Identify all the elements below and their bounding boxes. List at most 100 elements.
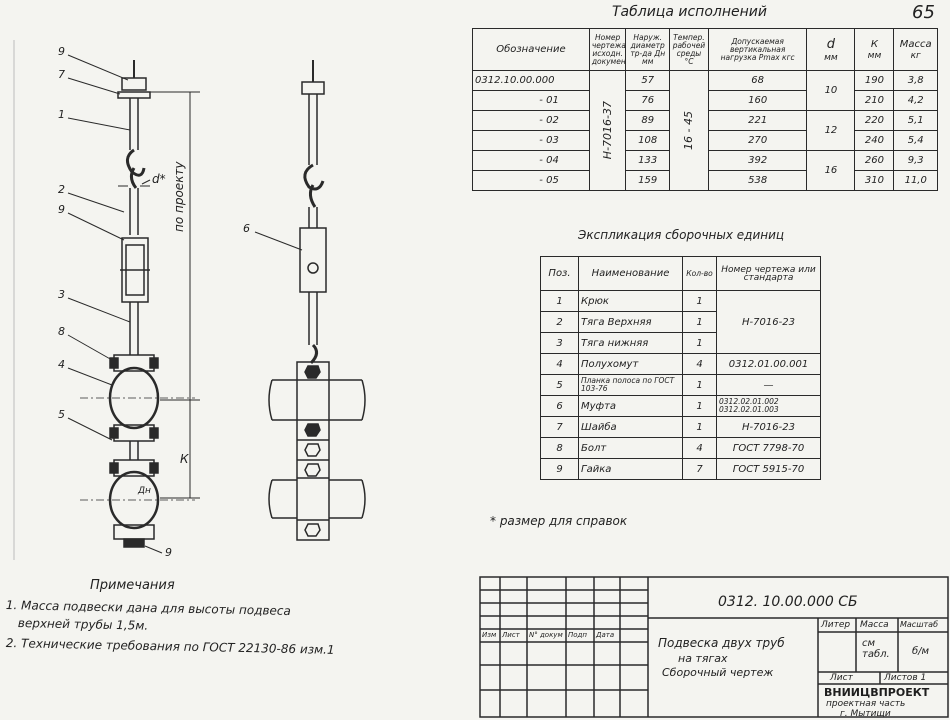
variants-table-title: Таблица исполнений <box>612 4 767 20</box>
part-name: Тяга нижняя <box>578 332 683 354</box>
variants-table: Обозначение Номер чертежа исходн. докуме… <box>472 28 938 191</box>
part-qty: 1 <box>682 332 717 354</box>
document-code: 0312. 10.00.000 СБ <box>718 594 858 610</box>
sheets-label: Листов 1 <box>884 673 927 683</box>
org-name: ВНИИЦВПРОЕКТ <box>824 686 930 699</box>
part-ref: 0312.01.00.001 <box>716 353 821 375</box>
callout-1: 1 <box>58 108 65 121</box>
page-number: 65 <box>912 2 935 23</box>
document-name-2: на тягах <box>678 652 728 665</box>
part-qty: 1 <box>682 395 717 417</box>
header-temp: Темпер. рабочей среды °С <box>668 28 709 71</box>
dn-cell: 76 <box>625 90 670 111</box>
mass-cell: 4,2 <box>893 90 938 111</box>
mass-cell: 3,8 <box>893 70 938 91</box>
callout-5: 5 <box>58 408 65 421</box>
part-name: Муфта <box>578 395 683 417</box>
right-view-hanger <box>254 60 366 541</box>
k-dim-label: К <box>180 452 189 466</box>
callout-9-bottom: 9 <box>165 546 172 559</box>
table-row: - 03 <box>472 130 590 151</box>
part-qty: 1 <box>682 290 717 312</box>
part-pos: 9 <box>540 458 579 480</box>
part-pos: 6 <box>540 395 579 417</box>
part-qty: 4 <box>682 437 717 459</box>
part-qty: 1 <box>682 374 717 396</box>
part-name: Тяга Верхняя <box>578 311 683 333</box>
header-ref: Номер чертежа или стандарта <box>716 256 821 291</box>
load-cell: 392 <box>707 150 808 171</box>
header-load: Допускаемая вертикальная нагрузка Рmax к… <box>707 28 808 71</box>
part-ref: Н-7016-23 <box>716 290 821 354</box>
part-pos: 1 <box>540 290 579 312</box>
title-block-frame <box>479 576 949 718</box>
load-cell: 68 <box>707 70 808 91</box>
mass-cell: 11,0 <box>893 170 938 191</box>
d-star-label: d* <box>152 172 166 186</box>
part-name: Крюк <box>578 290 683 312</box>
mass-cell: 9,3 <box>893 150 938 171</box>
sheet-label: Лист <box>830 673 853 683</box>
header-pos: Поз. <box>540 256 579 291</box>
part-pos: 5 <box>540 374 579 396</box>
load-cell: 270 <box>707 130 808 151</box>
part-ref: ГОСТ 5915-70 <box>716 458 821 480</box>
part-qty: 4 <box>682 353 717 375</box>
callout-8: 8 <box>58 325 65 338</box>
k-cell: 220 <box>854 110 895 131</box>
header-name: Наименование <box>578 256 683 291</box>
k-cell: 260 <box>854 150 895 171</box>
table-row: - 02 <box>472 110 590 131</box>
header-diameter: Наруж. диаметр тр-да Дн мм <box>625 28 670 71</box>
part-name: Шайба <box>578 416 683 438</box>
callout-9-top: 9 <box>58 45 65 58</box>
callout-6: 6 <box>243 222 250 235</box>
mass-label: Масса <box>860 620 889 630</box>
mass-cell: 5,1 <box>893 110 938 131</box>
part-ref: 0312.02.01.002 0312.02.01.003 <box>716 395 821 417</box>
part-name: Планка полоса по ГОСТ 103-76 <box>578 374 683 396</box>
k-cell: 210 <box>854 90 895 111</box>
part-pos: 4 <box>540 353 579 375</box>
dn-cell: 89 <box>625 110 670 131</box>
table-row: - 01 <box>472 90 590 111</box>
by-project-label: по проекту <box>172 161 186 232</box>
org-subtitle: проектная часть <box>826 699 906 709</box>
part-name: Болт <box>578 437 683 459</box>
rev-header: Дата <box>596 631 615 639</box>
load-cell: 538 <box>707 170 808 191</box>
part-name: Полухомут <box>578 353 683 375</box>
d-cell: 12 <box>806 110 856 151</box>
d-cell: 10 <box>806 70 856 111</box>
revision-headers: Изм Лист N° докум Подп Дата <box>482 631 652 639</box>
part-ref: — <box>716 374 821 396</box>
header-designation: Обозначение <box>472 28 590 71</box>
part-pos: 3 <box>540 332 579 354</box>
k-cell: 190 <box>854 70 895 91</box>
part-pos: 8 <box>540 437 579 459</box>
document-name-3: Сборочный чертеж <box>662 666 774 679</box>
dn-cell: 108 <box>625 130 670 151</box>
notes-title: Примечания <box>90 578 175 593</box>
reference-note: * размер для справок <box>490 514 628 528</box>
table-row: - 04 <box>472 150 590 171</box>
part-name: Гайка <box>578 458 683 480</box>
part-qty: 1 <box>682 416 717 438</box>
callout-2: 2 <box>58 183 65 196</box>
part-ref: ГОСТ 7798-70 <box>716 437 821 459</box>
rev-header: Изм <box>482 631 497 639</box>
table-row: - 05 <box>472 170 590 191</box>
k-cell: 310 <box>854 170 895 191</box>
load-cell: 160 <box>707 90 808 111</box>
temp-cell: 16 - 45 <box>668 70 709 191</box>
dn-cell: 159 <box>625 170 670 191</box>
part-pos: 2 <box>540 311 579 333</box>
part-pos: 7 <box>540 416 579 438</box>
table-row: 0312.10.00.000 <box>472 70 590 91</box>
left-view-hanger <box>67 54 200 554</box>
drawing-no-cell: Н-7016-37 <box>588 70 627 191</box>
